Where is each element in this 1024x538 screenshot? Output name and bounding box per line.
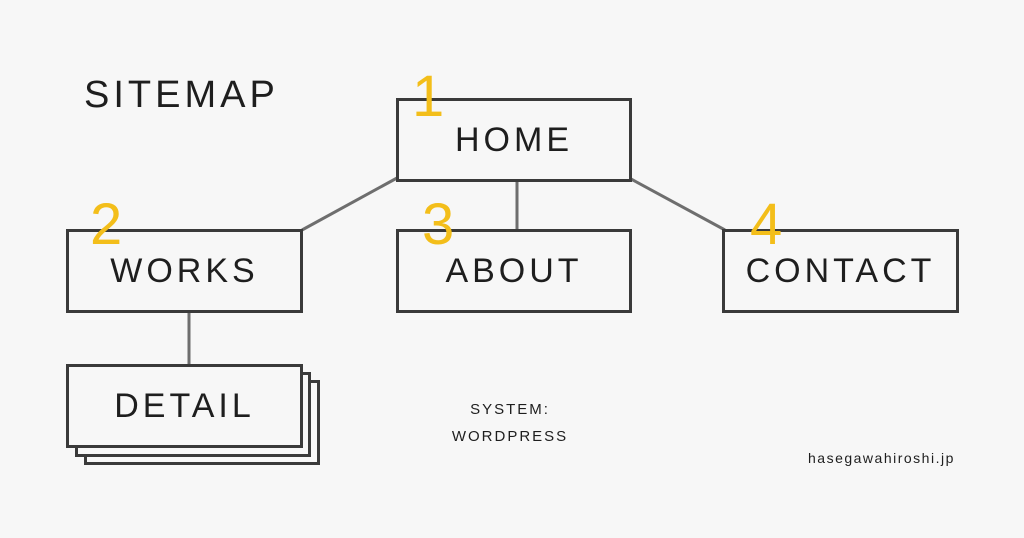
node-detail: DETAIL — [66, 364, 303, 448]
node-about-label: ABOUT — [445, 251, 583, 290]
connector-home-works — [301, 176, 398, 232]
node-home: HOME — [396, 98, 632, 182]
connector-home-contact — [630, 177, 726, 232]
node-about-number: 3 — [422, 192, 455, 257]
sitemap-title: SITEMAP — [84, 74, 279, 116]
node-works-number: 2 — [90, 192, 123, 257]
node-works: WORKS — [66, 229, 303, 313]
node-contact-label: CONTACT — [745, 251, 936, 290]
system-note-line1: SYSTEM: — [470, 401, 550, 418]
system-note: SYSTEM: WORDPRESS — [440, 396, 580, 450]
site-credit: hasegawahiroshi.jp — [808, 450, 955, 466]
node-contact: CONTACT — [722, 229, 959, 313]
node-detail-label: DETAIL — [114, 386, 255, 425]
node-home-number: 1 — [412, 64, 445, 129]
node-contact-number: 4 — [750, 192, 783, 257]
node-works-label: WORKS — [110, 251, 259, 290]
system-note-line2: WORDPRESS — [451, 428, 569, 445]
node-about: ABOUT — [396, 229, 632, 313]
node-home-label: HOME — [455, 120, 573, 159]
